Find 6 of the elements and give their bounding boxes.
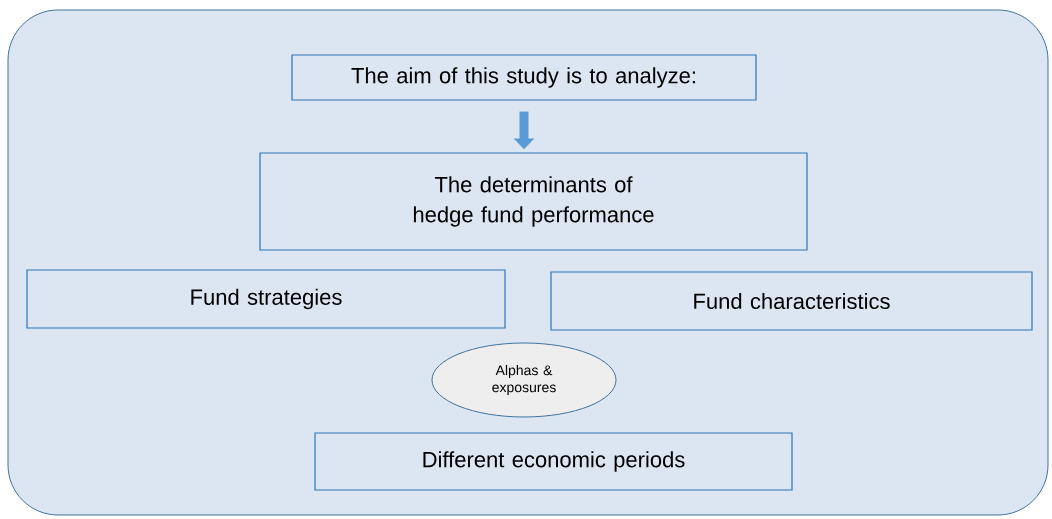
text-box: Fund characteristics xyxy=(550,271,1033,331)
ellipse-node: Alphas & exposures xyxy=(431,342,617,418)
text-box: The aim of this study is to analyze: xyxy=(291,54,757,101)
text-box: The determinants of hedge fund performance xyxy=(259,152,808,251)
text-box: Fund strategies xyxy=(26,269,506,329)
text-box: Different economic periods xyxy=(314,432,793,491)
